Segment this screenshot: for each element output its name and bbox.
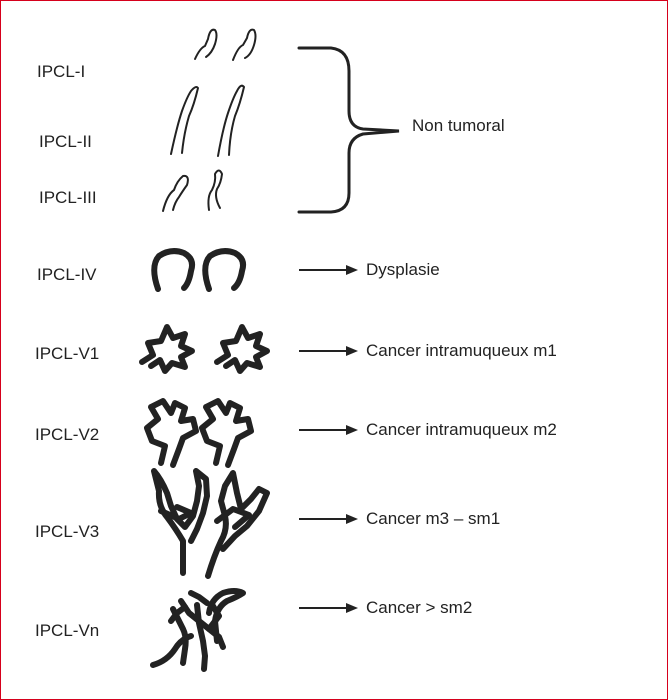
arrow-ipcl-vn xyxy=(299,603,358,613)
vessel-ipcl-i xyxy=(194,28,257,61)
vessel-ipcl-v1 xyxy=(139,324,270,374)
row-label-ipcl-v2: IPCL-V2 xyxy=(35,425,100,444)
arrow-ipcl-v1 xyxy=(299,346,358,356)
vessel-ipcl-v2 xyxy=(144,398,254,468)
result-ipcl-v2: Cancer intramuqueux m2 xyxy=(366,420,557,439)
result-ipcl-vn: Cancer > sm2 xyxy=(366,598,473,617)
vessel-ipcl-v3 xyxy=(151,468,270,579)
arrow-ipcl-v2 xyxy=(299,425,358,435)
row-label-ipcl-ii: IPCL-II xyxy=(39,132,92,151)
result-ipcl-iv: Dysplasie xyxy=(366,260,440,279)
vessel-ipcl-iv xyxy=(151,248,247,292)
bracket-label-non-tumoral: Non tumoral xyxy=(412,116,505,135)
row-label-ipcl-v3: IPCL-V3 xyxy=(35,522,100,541)
result-ipcl-v1: Cancer intramuqueux m1 xyxy=(366,341,557,360)
vessel-ipcl-iii xyxy=(162,169,223,212)
vessel-ipcl-ii xyxy=(170,84,245,157)
bracket-brace xyxy=(297,46,400,214)
arrow-ipcl-iv xyxy=(299,265,358,275)
row-label-ipcl-vn: IPCL-Vn xyxy=(35,621,100,640)
row-label-ipcl-i: IPCL-I xyxy=(37,62,86,81)
row-label-ipcl-iv: IPCL-IV xyxy=(37,265,97,284)
arrow-ipcl-v3 xyxy=(299,514,358,524)
row-label-ipcl-iii: IPCL-III xyxy=(39,188,97,207)
row-label-ipcl-v1: IPCL-V1 xyxy=(35,344,100,363)
result-ipcl-v3: Cancer m3 – sm1 xyxy=(366,509,501,528)
vessel-ipcl-vn xyxy=(150,588,246,672)
